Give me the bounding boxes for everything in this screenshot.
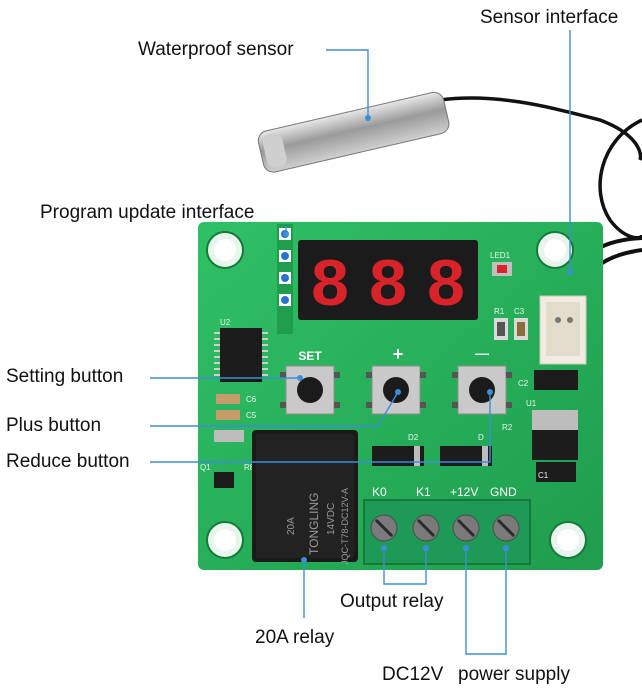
label-minus: — xyxy=(475,345,489,361)
label-gnd: GND xyxy=(490,485,517,499)
callout-20a-relay: 20A relay xyxy=(255,627,335,648)
setting-button-part xyxy=(280,365,340,415)
label-q1: Q1 xyxy=(200,463,211,472)
transistor-q1 xyxy=(214,472,234,488)
label-12v: +12V xyxy=(450,485,478,499)
label-d1: D xyxy=(478,433,484,442)
label-c1: C1 xyxy=(538,471,549,480)
seven-segment-display xyxy=(298,240,478,320)
label-d2: D2 xyxy=(408,433,419,442)
label-r1: R1 xyxy=(494,307,505,316)
label-c6: C6 xyxy=(246,395,257,404)
callout-sensor-interface: Sensor interface xyxy=(480,7,619,28)
callout-setting-button: Setting button xyxy=(6,366,124,387)
label-c2: C2 xyxy=(518,379,529,388)
callout-line-waterproof-sensor xyxy=(326,49,369,118)
callout-line-output-relay xyxy=(383,548,427,585)
callout-dc12v: DC12V xyxy=(382,664,444,685)
relay-voltage: 14VDC xyxy=(326,503,337,535)
label-c3: C3 xyxy=(514,307,525,316)
diode-d2 xyxy=(372,446,424,466)
callout-lines xyxy=(150,30,571,655)
u2-chip xyxy=(214,328,268,382)
callout-reduce-button: Reduce button xyxy=(6,451,130,472)
label-set: SET xyxy=(298,349,322,363)
sensor-cable-loop xyxy=(598,118,642,240)
label-u2: U2 xyxy=(220,318,231,327)
display-digit-2: 8 xyxy=(368,249,409,326)
label-plus: + xyxy=(393,344,404,364)
relay-model: JQC-T78-DC12V-A xyxy=(340,488,350,565)
relay-20a xyxy=(252,430,358,562)
u1-regulator xyxy=(532,410,578,460)
waterproof-sensor-probe xyxy=(257,91,450,173)
terminal-block xyxy=(363,499,531,565)
label-k1: K1 xyxy=(416,485,431,499)
label-k0: K0 xyxy=(372,485,387,499)
callout-line-dc12v xyxy=(465,548,507,655)
display-digit-3: 8 xyxy=(426,249,467,326)
callout-program-update-interface: Program update interface xyxy=(40,202,255,223)
label-led1: LED1 xyxy=(490,251,511,260)
relay-brand: TONGLING xyxy=(307,493,321,555)
diode-d1 xyxy=(440,446,492,466)
display-digit-1: 8 xyxy=(310,249,351,326)
program-update-header xyxy=(277,224,293,334)
mounting-holes xyxy=(206,231,587,559)
callout-line-plus xyxy=(150,391,399,427)
relay-rating: 20A xyxy=(286,517,297,535)
callout-plus-button: Plus button xyxy=(6,415,102,436)
label-r8: R8 xyxy=(244,463,255,472)
callout-waterproof-sensor: Waterproof sensor xyxy=(138,39,294,60)
label-c5: C5 xyxy=(246,411,257,420)
label-u1: U1 xyxy=(526,399,537,408)
label-r2: R2 xyxy=(502,423,513,432)
callout-line-reduce xyxy=(150,392,491,463)
callout-output-relay: Output relay xyxy=(340,591,444,612)
sensor-cable xyxy=(439,96,642,161)
callout-power-supply: power supply xyxy=(458,664,570,685)
reduce-button-part xyxy=(452,365,512,415)
